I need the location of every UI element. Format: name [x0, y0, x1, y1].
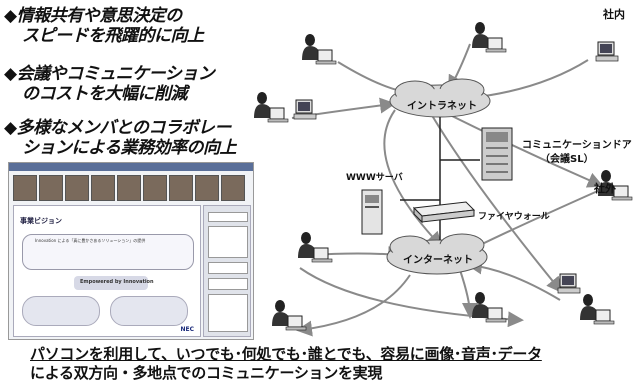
innovation-box: Innovation による「真に豊かさあるソリューション」の提供 — [22, 234, 194, 270]
user-icon — [271, 299, 307, 331]
shared-document: 事業ビジョン Innovation による「真に豊かさあるソリューション」の提供… — [13, 205, 201, 337]
vision-title: 事業ビジョン — [20, 217, 62, 225]
tool-panel — [203, 205, 251, 337]
app-screenshot: 事業ビジョン Innovation による「真に豊かさあるソリューション」の提供… — [8, 162, 254, 340]
participant-video — [39, 175, 63, 201]
nec-logo: NEC — [180, 326, 194, 333]
internal-label: 社内 — [603, 8, 625, 21]
backbone-lines — [400, 117, 480, 240]
caption-line-2: による双方向・多地点でのコミュニケーションを実現 — [30, 364, 383, 382]
user-icon — [471, 21, 507, 53]
participant-video — [143, 175, 167, 201]
color-palette[interactable] — [208, 278, 248, 290]
bullet-2-line2: のコストを大幅に削減 — [22, 84, 188, 104]
caption-line-1: パソコンを利用して、いつでも･何処でも･誰とでも、容易に画像･音声･データ — [30, 345, 542, 363]
file-list[interactable] — [208, 294, 248, 332]
pc-icon — [293, 99, 317, 120]
www-server-icon — [361, 189, 383, 235]
www-server-label: WWWサーバ — [346, 173, 403, 183]
user-icon — [471, 291, 507, 323]
bullet-3: ◆多様なメンバとのコラボレー ションによる業務効率の向上 — [4, 118, 237, 158]
panel-list[interactable] — [208, 226, 248, 258]
bullet-1-line2: スピードを飛躍的に向上 — [22, 26, 204, 46]
tool-palette[interactable] — [208, 262, 248, 274]
bullet-1: ◆情報共有や意思決定の スピードを飛躍的に向上 — [4, 6, 204, 46]
app-titlebar — [9, 163, 253, 171]
external-label: 社外 — [594, 182, 616, 195]
internet-label: インターネット — [403, 255, 473, 266]
pc-icon — [557, 273, 581, 294]
bullet-3-line2: ションによる業務効率の向上 — [22, 138, 237, 158]
bullet-2-line1: ◆会議やコミュニケーション — [4, 64, 215, 84]
empowered-text: Empowered by Innovation — [80, 279, 154, 285]
user-icon — [297, 231, 333, 263]
intranet-label: イントラネット — [407, 101, 477, 112]
bullet-3-line1: ◆多様なメンバとのコラボレー — [4, 118, 231, 138]
participant-video — [13, 175, 37, 201]
participant-video — [91, 175, 115, 201]
bullet-2: ◆会議やコミュニケーション のコストを大幅に削減 — [4, 64, 215, 104]
ellipse-left — [22, 296, 100, 326]
ellipse-right — [110, 296, 188, 326]
user-icon — [301, 33, 337, 65]
innovation-title: Innovation による「真に豊かさあるソリューション」の提供 — [35, 238, 146, 243]
communication-door-sublabel: （会議SL） — [540, 154, 594, 165]
internet-cloud — [386, 233, 488, 275]
firewall-label: ファイヤウォール — [478, 212, 550, 222]
user-icon — [579, 293, 615, 325]
pc-icon — [595, 41, 619, 62]
user-icon — [253, 91, 289, 123]
panel-button[interactable] — [208, 212, 248, 222]
participant-video — [195, 175, 219, 201]
empowered-banner: Empowered by Innovation — [74, 276, 154, 290]
bullet-1-line1: ◆情報共有や意思決定の — [4, 6, 182, 26]
participant-video — [221, 175, 245, 201]
communication-door-icon — [481, 127, 513, 181]
intranet-cloud — [389, 78, 491, 118]
participant-video — [117, 175, 141, 201]
firewall-icon — [412, 201, 476, 224]
communication-door-label: コミュニケーションドア — [522, 140, 632, 151]
participant-video — [65, 175, 89, 201]
participant-video — [169, 175, 193, 201]
